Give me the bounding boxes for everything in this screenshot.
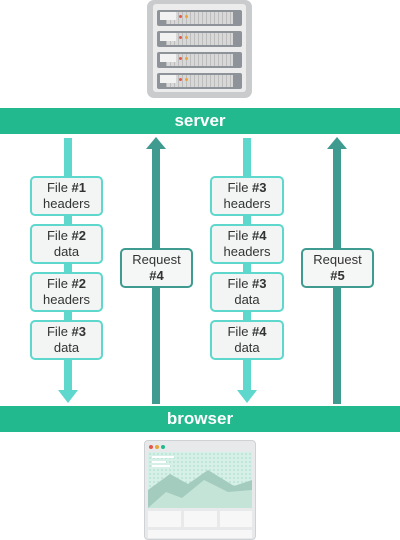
request-box: Request #5 [301,248,374,288]
packet-box: File #3 headers [210,176,284,216]
packet-box: File #2 headers [30,272,103,312]
server-unit [157,31,242,47]
server-label: server [0,108,400,134]
down-arrow [237,138,257,403]
packet-box: File #4 data [210,320,284,360]
packet-box: File #1 headers [30,176,103,216]
server-unit [157,52,242,68]
request-box: Request #4 [120,248,193,288]
packet-box: File #2 data [30,224,103,264]
packet-box: File #4 headers [210,224,284,264]
server-rack-body [153,4,246,92]
server-unit [157,73,242,89]
server-unit [157,10,242,26]
packet-box: File #3 data [30,320,103,360]
down-arrow [58,138,78,403]
packet-box: File #3 data [210,272,284,312]
browser-label: browser [0,406,400,432]
browser-window-icon [144,440,256,540]
